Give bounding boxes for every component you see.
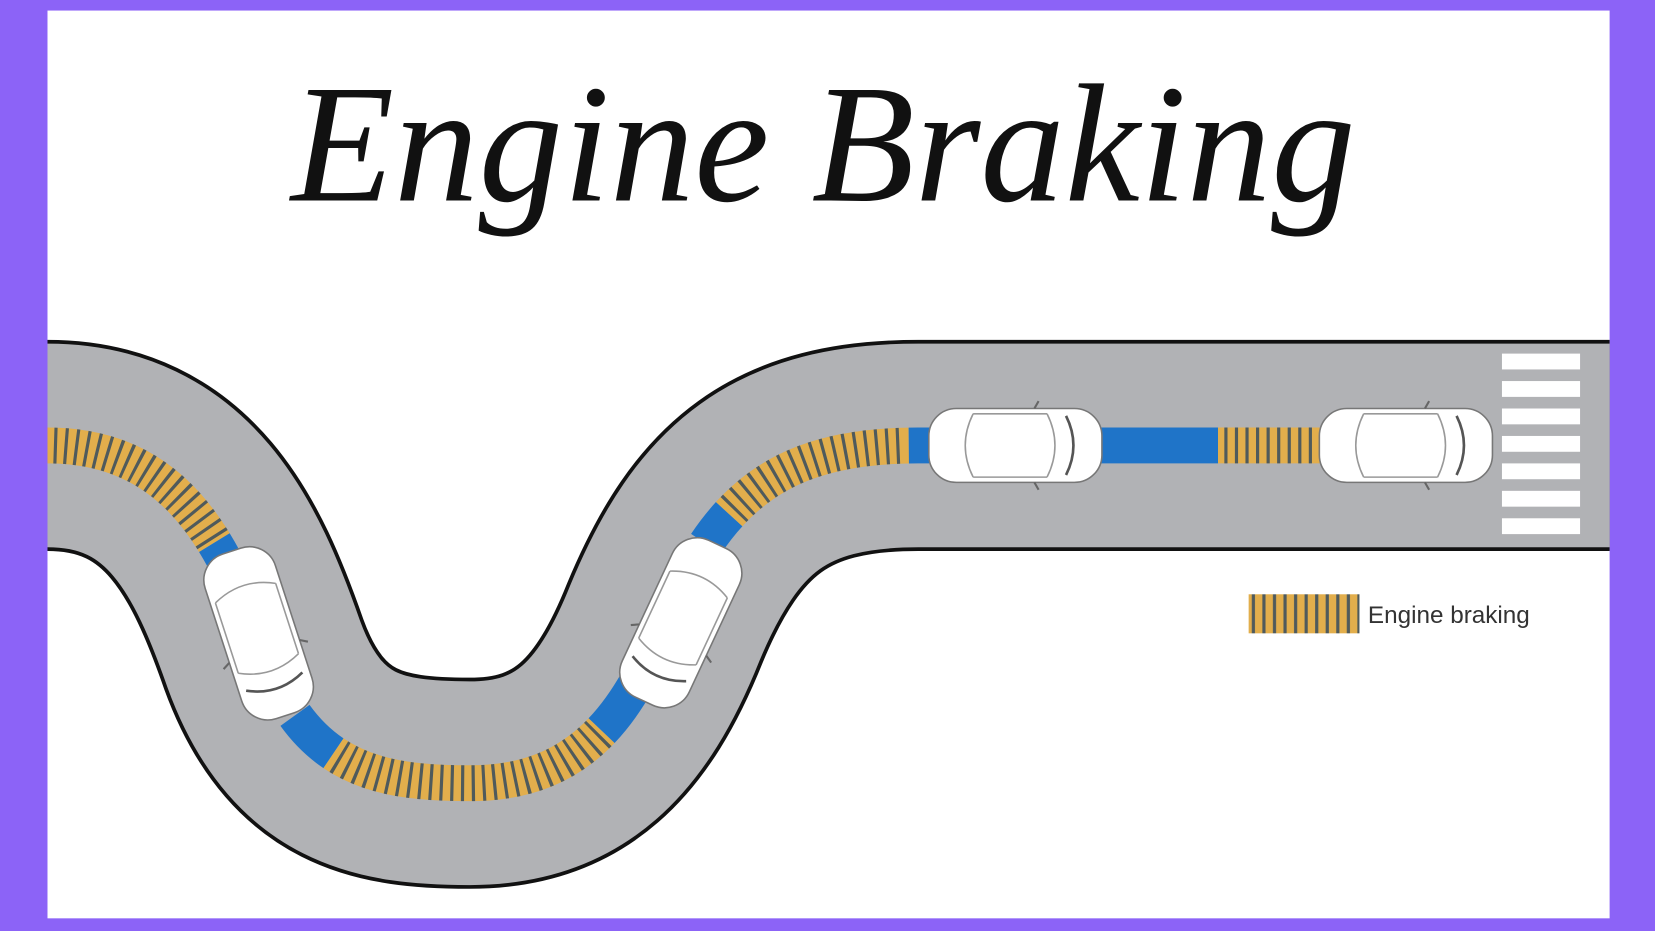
cars xyxy=(203,400,1494,721)
crosswalk-stripe xyxy=(1501,463,1581,480)
crosswalk-stripe xyxy=(1501,408,1581,425)
engine-braking-segment xyxy=(47,427,1610,802)
car-icon xyxy=(618,536,743,709)
title: Engine Braking xyxy=(289,51,1356,238)
crosswalk-stripe xyxy=(1501,353,1581,370)
legend: Engine braking xyxy=(1248,594,1530,634)
car-icon xyxy=(1318,400,1494,491)
crosswalk-stripe xyxy=(1501,435,1581,452)
crosswalk-stripe xyxy=(1501,490,1581,507)
crosswalk-stripe xyxy=(1501,381,1581,397)
road xyxy=(47,339,1610,889)
engine-braking-stripes xyxy=(47,427,1610,802)
legend-swatch xyxy=(1248,594,1360,634)
car-icon xyxy=(203,545,315,721)
crosswalk-stripe xyxy=(1501,518,1581,535)
braking-segment xyxy=(47,427,1610,802)
crosswalk-icon xyxy=(1501,353,1581,535)
car-icon xyxy=(928,400,1103,491)
legend-label: Engine braking xyxy=(1368,602,1530,629)
lane-markings xyxy=(47,427,1610,802)
